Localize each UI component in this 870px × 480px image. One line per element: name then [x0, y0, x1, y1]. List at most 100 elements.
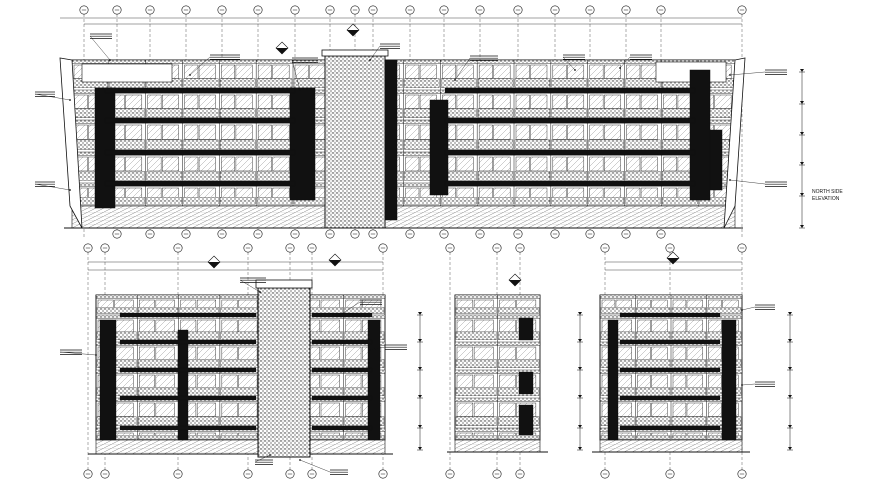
spandrel — [220, 197, 256, 205]
glass-pane — [235, 187, 253, 199]
grid-bubble — [600, 469, 610, 479]
balcony-edge — [444, 87, 696, 94]
glass-pane — [515, 124, 530, 140]
level-arrow — [788, 339, 792, 342]
glass-pane — [320, 319, 340, 333]
spandrel — [344, 387, 385, 396]
glass-pane — [238, 319, 258, 333]
level-arrow — [788, 395, 792, 398]
glass-pane — [456, 187, 474, 199]
glass-pane — [615, 402, 632, 417]
leader-line — [741, 383, 756, 386]
spandrel — [478, 139, 514, 150]
side-elevation-left — [88, 279, 423, 458]
grid-bubble — [492, 469, 502, 479]
leader-line — [454, 57, 471, 81]
grid-bubble — [253, 5, 263, 15]
spandrel — [96, 331, 137, 340]
glass-pane — [640, 187, 658, 199]
glass-pane — [708, 374, 722, 388]
grid-bubble — [585, 5, 595, 15]
glass-pane — [626, 156, 641, 172]
solid-column — [721, 319, 737, 441]
glass-pane — [162, 187, 179, 199]
glass-pane — [221, 346, 238, 360]
glass-pane — [238, 402, 258, 417]
glass-pane — [530, 64, 548, 79]
level-arrow — [418, 367, 422, 370]
grid-bubble — [285, 243, 295, 253]
glass-pane — [493, 156, 511, 172]
spandrel — [588, 171, 624, 181]
glass-pane — [567, 187, 585, 199]
glass-pane — [478, 64, 493, 79]
glass-pane — [640, 156, 658, 172]
balcony-edge — [311, 312, 373, 318]
grid-bubble — [378, 469, 388, 479]
glass-pane — [257, 94, 272, 109]
spandrel — [478, 108, 514, 118]
spandrel — [293, 78, 329, 88]
balcony-edge — [119, 367, 257, 373]
glass-pane — [198, 124, 216, 140]
grid-bubble — [112, 5, 122, 15]
balcony-edge — [311, 339, 373, 345]
balcony-edge — [444, 180, 696, 187]
glass-pane — [493, 94, 511, 109]
grid-bubble — [475, 5, 485, 15]
level-arrow — [788, 312, 792, 315]
glass-pane — [473, 346, 494, 360]
glass-pane — [515, 64, 530, 79]
spandrel — [455, 359, 497, 368]
grid-bubble — [83, 243, 93, 253]
spandrel — [636, 307, 671, 314]
glass-pane — [198, 64, 216, 79]
grid-bubble — [621, 5, 631, 15]
leader-line — [729, 179, 766, 185]
grid-bubble — [550, 229, 560, 239]
grid-bubble — [307, 243, 317, 253]
glass-pane — [478, 94, 493, 109]
spandrel — [625, 108, 661, 118]
solid-column — [607, 319, 619, 441]
leader-line — [369, 45, 381, 61]
grid-bubble — [737, 243, 747, 253]
glass-pane — [552, 94, 567, 109]
glass-pane — [672, 319, 687, 333]
level-arrow — [800, 193, 804, 196]
leader-dot — [729, 179, 731, 181]
grid-bubble — [737, 469, 747, 479]
glass-pane — [552, 187, 567, 199]
grid-bubble — [217, 5, 227, 15]
glass-pane — [530, 187, 548, 199]
glass-pane — [499, 374, 516, 388]
glass-pane — [162, 124, 179, 140]
spandrel — [625, 197, 661, 205]
glass-pane — [221, 94, 236, 109]
glass-pane — [589, 124, 604, 140]
glass-pane — [604, 64, 621, 79]
glass-pane — [493, 124, 511, 140]
glass-pane — [515, 94, 530, 109]
glass-pane — [257, 187, 272, 199]
leader-dot — [95, 354, 97, 356]
spandrel — [600, 307, 635, 314]
spandrel — [671, 331, 706, 340]
leader-line — [34, 93, 71, 101]
grid-bubble — [439, 5, 449, 15]
grid-bubble — [378, 243, 388, 253]
solid-column — [384, 59, 398, 221]
glass-pane — [139, 346, 155, 360]
spandrel — [498, 387, 540, 396]
glass-pane — [456, 346, 474, 360]
spandrel — [671, 307, 706, 314]
glass-pane — [235, 94, 253, 109]
glass-pane — [221, 156, 236, 172]
stair-tower — [257, 281, 311, 458]
glass-pane — [552, 156, 567, 172]
leader-dot — [299, 89, 301, 91]
spandrel — [551, 139, 587, 150]
grid-bubble — [513, 229, 523, 239]
leader-line — [59, 351, 97, 356]
glass-pane — [405, 124, 420, 140]
